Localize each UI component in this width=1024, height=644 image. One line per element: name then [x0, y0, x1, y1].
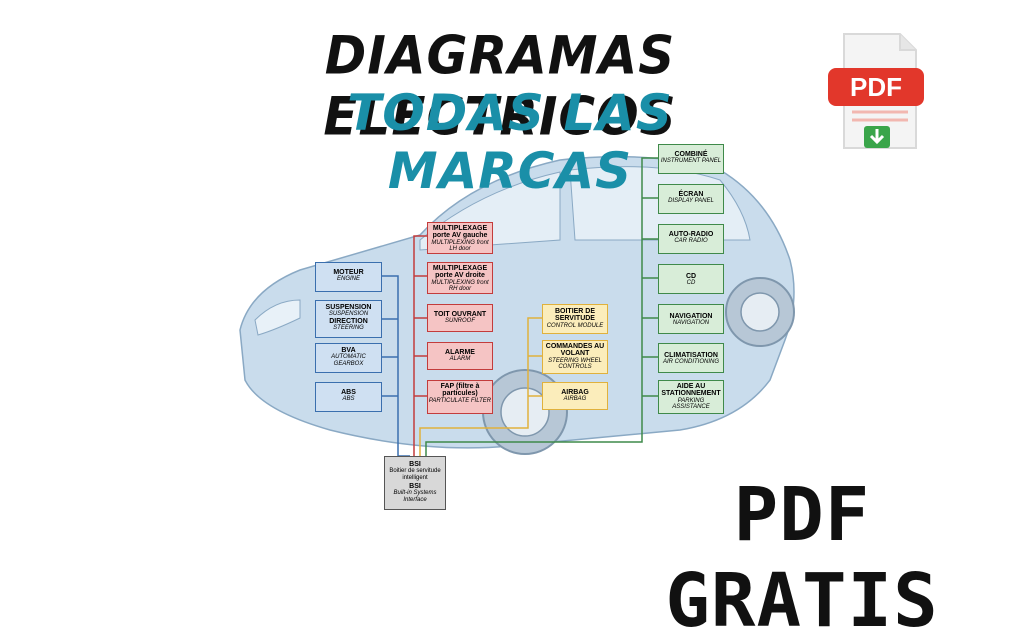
green-wiring [425, 157, 658, 456]
yellow-wiring [419, 317, 542, 456]
page-title: DIAGRAMAS ELECTRICOS [323, 25, 677, 147]
pdf-download-icon[interactable]: PDF [824, 30, 924, 154]
bsi-hub: BSI Boitier de servitude intelligent BSI… [384, 456, 446, 510]
red-wiring [413, 235, 427, 456]
pdf-label: PDF [850, 72, 902, 102]
pdf-gratis-label: PDF GRATIS [665, 472, 939, 644]
car-headlight [254, 299, 301, 336]
module-particulate-filter: FAP (filtre à particules)PARTICULATE FIL… [427, 380, 493, 414]
page-subtitle: TODAS LAS MARCAS [347, 84, 673, 200]
